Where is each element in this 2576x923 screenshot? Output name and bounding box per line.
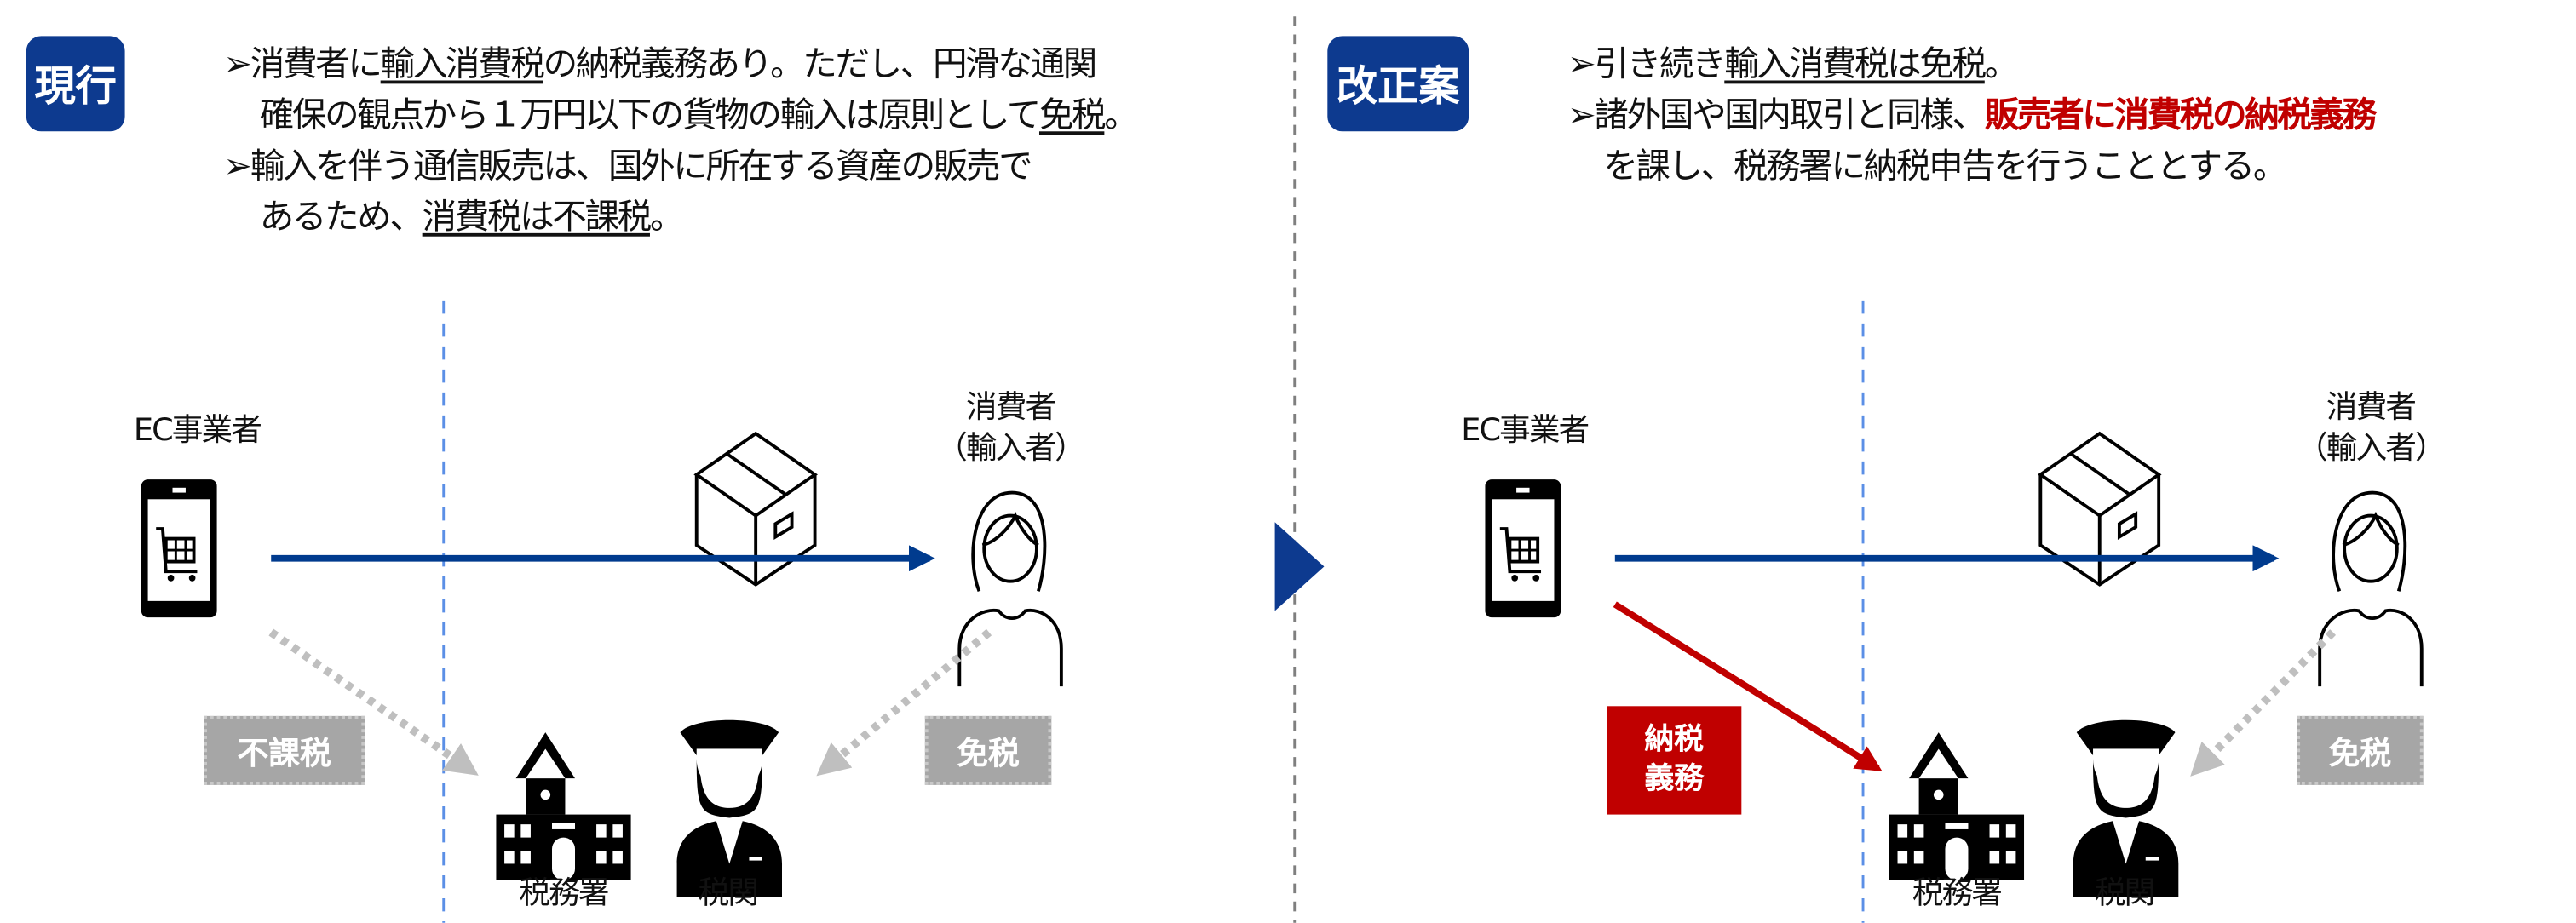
exempt-arrow — [2190, 629, 2337, 777]
package-box-icon — [694, 432, 817, 587]
underlined-text: 免税 — [1038, 95, 1107, 135]
smartphone-cart-icon — [1483, 478, 1563, 620]
non-taxable-tag: 不課税 — [204, 715, 365, 785]
woman-icon — [2318, 490, 2424, 689]
proposal-line-1: ➢引き続き輸入消費税は免税。 — [1567, 39, 2375, 90]
exempt-arrow — [816, 628, 992, 777]
tax-office-building-icon — [496, 732, 631, 880]
exempt-tag: 免税 — [2297, 715, 2424, 785]
customs-label: 税関 — [2094, 874, 2155, 912]
tax-obligation-arrow — [1613, 601, 1883, 771]
customs-officer-icon — [2073, 719, 2179, 897]
proposal-line-3: を課し、税務署に納税申告を行うこととする。 — [1603, 146, 2287, 186]
smartphone-cart-icon — [139, 478, 219, 620]
text: あるため、 — [259, 197, 424, 237]
current-line-1: ➢消費者に輸入消費税の納税義務あり。ただし、円滑な通関 — [223, 39, 1136, 90]
customs-label: 税関 — [698, 874, 759, 912]
text: 。 — [1984, 44, 2020, 84]
tax-obligation-tag: 納税義務 — [1607, 706, 1742, 815]
text: 。 — [1104, 95, 1139, 135]
consumer-label: 消費者 （輸入者） — [2272, 387, 2469, 469]
exempt-tag: 免税 — [924, 715, 1052, 785]
text: 消費者 — [965, 389, 1056, 426]
text: ➢消費者に — [223, 44, 382, 84]
current-line-2: 確保の観点から１万円以下の貨物の輸入は原則として免税。 — [223, 90, 1139, 141]
proposal-description: ➢引き続き輸入消費税は免税。 ➢諸外国や国内取引と同様、販売者に消費税の納税義務… — [1567, 39, 2378, 192]
arrow-right-triangle-icon — [1274, 522, 1325, 611]
current-line-3: ➢輸入を伴う通信販売は、国外に所在する資産の販売で — [223, 146, 1032, 186]
package-box-icon — [2038, 432, 2161, 587]
seller-label: EC事業者 — [1461, 412, 1590, 449]
underlined-text: 輸入消費税は免税 — [1724, 44, 1987, 84]
consumer-label: 消費者 （輸入者） — [911, 387, 1108, 469]
seller-label: EC事業者 — [133, 412, 262, 449]
text: （輸入者） — [2297, 430, 2447, 467]
text: 納税 — [1644, 722, 1704, 758]
current-line-4: あるため、消費税は不課税。 — [223, 192, 1136, 244]
highlighted-text: 販売者に消費税の納税義務 — [1984, 95, 2378, 135]
customs-officer-icon — [676, 719, 783, 897]
text: ➢引き続き — [1567, 44, 1727, 84]
text: 。 — [649, 197, 685, 237]
text: の納税義務あり。ただし、円滑な通関 — [543, 44, 1098, 84]
underlined-text: 消費税は不課税 — [422, 197, 653, 237]
proposal-line-2: ➢諸外国や国内取引と同様、販売者に消費税の納税義務 — [1567, 90, 2378, 141]
tax-office-label: 税務署 — [519, 874, 609, 912]
text: ➢諸外国や国内取引と同様、 — [1567, 95, 1987, 135]
current-description: ➢消費者に輸入消費税の納税義務あり。ただし、円滑な通関 確保の観点から１万円以下… — [223, 39, 1139, 244]
text: 義務 — [1644, 761, 1704, 797]
current-badge: 現行 — [26, 36, 125, 132]
proposal-badge: 改正案 — [1327, 36, 1469, 132]
text: 消費者 — [2326, 389, 2417, 426]
underlined-text: 輸入消費税 — [380, 44, 545, 84]
text: （輸入者） — [936, 430, 1086, 467]
woman-icon — [957, 490, 1063, 689]
tax-office-label: 税務署 — [1912, 874, 2003, 912]
text: 確保の観点から１万円以下の貨物の輸入は原則として — [259, 95, 1042, 135]
non-taxable-arrow — [268, 628, 479, 776]
tax-office-building-icon — [1889, 732, 2025, 880]
